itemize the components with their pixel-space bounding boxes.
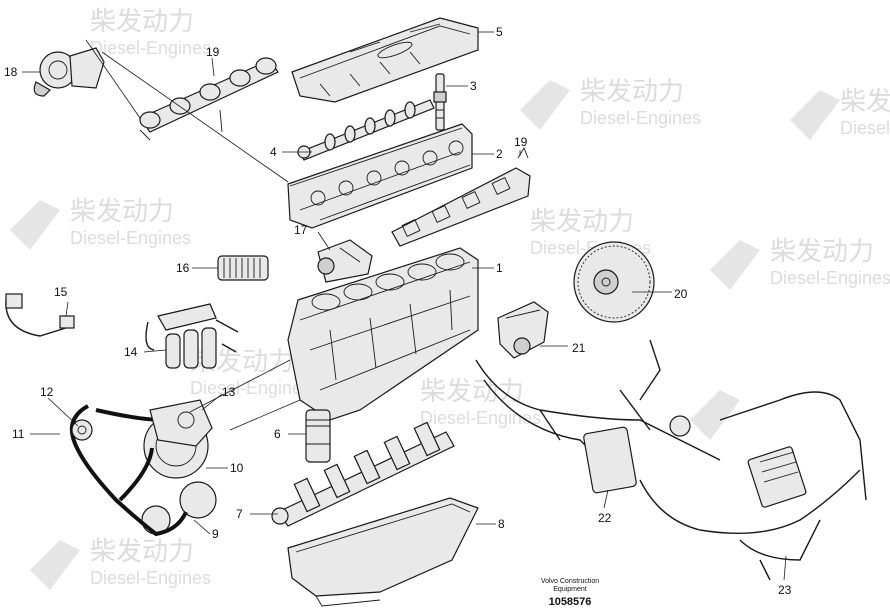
part-7-crankshaft bbox=[271, 421, 455, 527]
part-22-engine-wiring-harness bbox=[475, 339, 721, 494]
footer-company-line2: Equipment bbox=[553, 586, 587, 593]
watermark-en-2: Diesel-Engines bbox=[580, 108, 701, 128]
part-15-sensor-cable bbox=[5, 293, 75, 337]
callout-12: 12 bbox=[40, 385, 54, 399]
watermark-en-8: Diesel-Engines bbox=[420, 408, 541, 428]
part-19-manifold-left bbox=[139, 57, 279, 141]
callout-5: 5 bbox=[496, 25, 503, 39]
callout-19-left: 19 bbox=[206, 45, 220, 59]
callout-14: 14 bbox=[124, 345, 138, 359]
callout-2: 2 bbox=[496, 147, 503, 161]
drawing-number: 1058576 bbox=[548, 596, 592, 608]
part-13-water-pump bbox=[149, 399, 213, 447]
callout-18: 18 bbox=[4, 65, 18, 79]
part-2-cylinder-head bbox=[287, 123, 473, 229]
watermark-cn-4: 柴发动力 bbox=[840, 86, 890, 116]
callout-21: 21 bbox=[572, 341, 586, 355]
part-14-fuel-filter bbox=[145, 303, 239, 369]
watermark-en-3: Diesel-Engines bbox=[90, 38, 211, 58]
part-17-starter bbox=[317, 239, 373, 283]
part-5-valve-cover bbox=[291, 17, 479, 103]
callout-20: 20 bbox=[674, 287, 688, 301]
watermark-cn-3: 柴发动力 bbox=[90, 6, 194, 36]
watermark-cn-2: 柴发动力 bbox=[580, 76, 684, 106]
watermark-cn-6: 柴发动力 bbox=[770, 236, 874, 266]
callout-16: 16 bbox=[176, 261, 190, 275]
callout-23: 23 bbox=[778, 583, 792, 597]
watermark-cn-8: 柴发动力 bbox=[420, 376, 524, 406]
part-19-manifold-right bbox=[391, 146, 531, 247]
part-23-ecu-harness bbox=[639, 391, 867, 581]
watermark-en-4: Diesel-Engines bbox=[840, 118, 890, 138]
callout-22: 22 bbox=[598, 511, 612, 525]
callout-3: 3 bbox=[470, 79, 477, 93]
watermark-en-9: Diesel-Engines bbox=[90, 568, 211, 588]
part-4-camshaft bbox=[297, 99, 435, 161]
callout-11: 11 bbox=[12, 427, 25, 441]
callout-17: 17 bbox=[294, 223, 308, 237]
watermark-cn-5: 柴发动力 bbox=[530, 206, 634, 236]
callout-15: 15 bbox=[54, 285, 68, 299]
leader-lines bbox=[22, 31, 787, 581]
footer-company-line1: Volvo Construction bbox=[540, 578, 600, 585]
callout-1: 1 bbox=[496, 261, 503, 275]
callout-9: 9 bbox=[212, 527, 219, 541]
part-1-engine-block bbox=[287, 247, 479, 421]
watermark-cn-9: 柴发动力 bbox=[90, 536, 194, 566]
callout-7: 7 bbox=[236, 507, 243, 521]
watermark: 柴发动力 Diesel-Engines 柴发动力 Diesel-Engines … bbox=[10, 6, 890, 590]
part-20-flywheel bbox=[573, 241, 655, 323]
part-16-oil-cooler bbox=[217, 255, 269, 281]
callout-13: 13 bbox=[222, 385, 236, 399]
callout-19-right: 19 bbox=[514, 135, 528, 149]
watermark-en-1: Diesel-Engines bbox=[70, 228, 191, 248]
watermark-en-6: Diesel-Engines bbox=[770, 268, 890, 288]
watermark-cn-1: 柴发动力 bbox=[70, 196, 174, 226]
part-21-air-compressor bbox=[497, 301, 549, 359]
part-18-turbocharger bbox=[33, 47, 105, 97]
callout-4: 4 bbox=[270, 145, 277, 159]
callout-6: 6 bbox=[274, 427, 281, 441]
part-3-injector bbox=[433, 73, 447, 131]
callout-10: 10 bbox=[230, 461, 244, 475]
callout-8: 8 bbox=[498, 517, 505, 531]
part-6-piston bbox=[305, 409, 331, 463]
watermark-en-7: Diesel-Engines bbox=[190, 378, 311, 398]
part-8-oil-pan bbox=[287, 497, 479, 607]
callout-labels: 5 3 4 2 19 19 18 17 16 1 20 15 21 14 12 … bbox=[4, 25, 792, 597]
